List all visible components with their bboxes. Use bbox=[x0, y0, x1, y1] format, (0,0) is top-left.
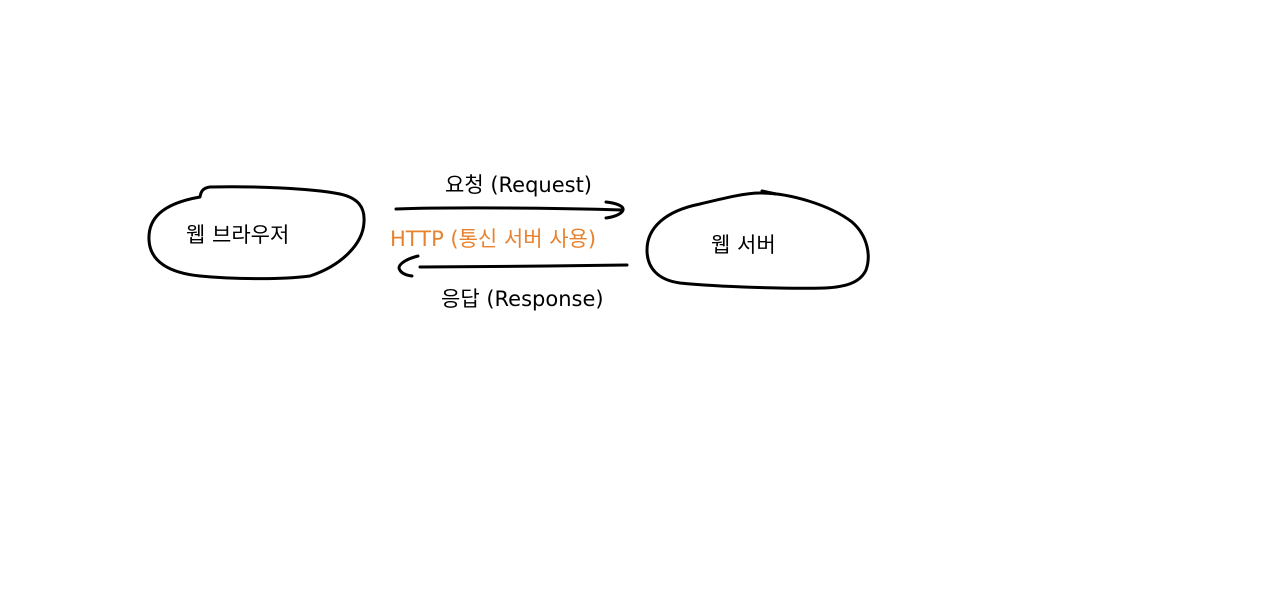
protocol-label: HTTP (통신 서버 사용) bbox=[390, 227, 597, 251]
server-node-label: 웹 서버 bbox=[711, 233, 776, 257]
response-arrow-line bbox=[418, 263, 629, 269]
server-node-tick bbox=[760, 189, 778, 196]
request-arrow-line bbox=[394, 206, 624, 212]
response-arrow-head bbox=[397, 254, 420, 278]
response-edge-label: 응답 (Response) bbox=[441, 287, 604, 311]
browser-node-label: 웹 브라우저 bbox=[186, 223, 290, 247]
browser-node-outline bbox=[147, 185, 366, 281]
request-arrow-head bbox=[604, 200, 625, 220]
request-edge-label: 요청 (Request) bbox=[445, 173, 593, 197]
server-node-outline bbox=[645, 191, 870, 290]
